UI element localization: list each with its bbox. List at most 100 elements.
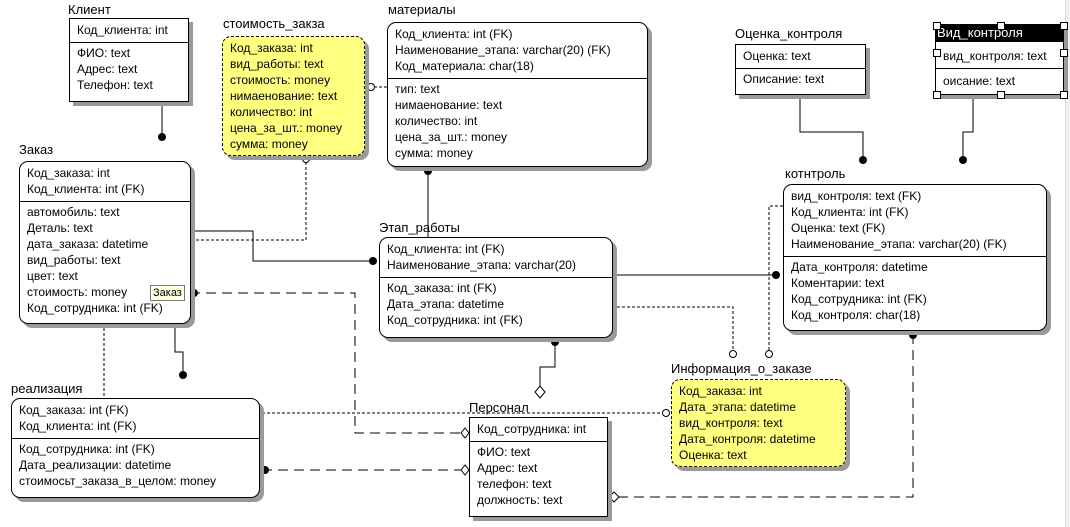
attribute-section: тип: text нимаенование: text количество: i… xyxy=(388,79,647,163)
attribute[interactable]: цвет: text xyxy=(27,269,78,283)
key-attribute[interactable]: Код_клиента: int (FK) xyxy=(27,182,145,196)
attribute-section: Код_заказа: int (FK) Дата_этапа: datetime… xyxy=(380,278,612,330)
attribute[interactable]: цена_за_шт.: money xyxy=(395,130,508,144)
attribute[interactable]: Телефон: text xyxy=(77,78,153,92)
key-attribute[interactable]: сумма: money xyxy=(230,137,308,151)
attribute[interactable]: ФИО: text xyxy=(477,445,531,459)
key-attribute[interactable]: Код_клиента: int (FK) xyxy=(19,419,137,433)
attribute[interactable]: Код_контроля: char(18) xyxy=(791,308,921,322)
rel-view-stoimost-zakaz xyxy=(190,162,307,241)
attribute[interactable]: телефон: text xyxy=(477,477,552,491)
attribute[interactable]: Дата_этапа: datetime xyxy=(387,297,505,311)
selection-handle[interactable] xyxy=(1060,22,1068,30)
attribute[interactable]: Адрес: text xyxy=(477,461,538,475)
attribute[interactable]: Код_сотрудника: int (FK) xyxy=(19,442,155,456)
dot-kontrol-ocenka xyxy=(859,156,867,164)
attribute[interactable]: стоимость: money xyxy=(27,285,128,299)
entity-kontrol[interactable]: вид_контроля: text (FK) Код_клиента: int … xyxy=(783,184,1047,331)
attribute[interactable]: Деталь: text xyxy=(27,221,93,235)
attribute[interactable]: вид_работы: text xyxy=(27,253,121,267)
attribute[interactable]: автомобиль: text xyxy=(27,205,120,219)
key-attribute[interactable]: нимаенование: text xyxy=(230,89,338,103)
key-attribute[interactable]: Дата_контроля: datetime xyxy=(679,432,816,446)
key-section: Код_заказа: int вид_работы: text стоимость… xyxy=(223,37,364,156)
key-attribute[interactable]: количество: int xyxy=(230,105,313,119)
key-attribute[interactable]: Код_заказа: int xyxy=(679,384,762,398)
entity-realizaciya[interactable]: Код_заказа: int (FK) Код_клиента: int (FK… xyxy=(11,398,260,498)
selection-handle[interactable] xyxy=(996,91,1005,99)
entity-title-etap: Этап_работы xyxy=(379,220,460,235)
key-attribute[interactable]: вид_контроля: text xyxy=(679,416,783,430)
key-section: Код_клиента: int (FK) Наименование_этапа:… xyxy=(380,238,612,278)
hollow-stoimost xyxy=(302,155,310,163)
key-attribute[interactable]: цена_за_шт.: money xyxy=(230,121,343,135)
selection-handle[interactable] xyxy=(1060,91,1068,99)
hollow-info-kontrol xyxy=(765,350,773,358)
key-attribute[interactable]: Код_клиента: int (FK) xyxy=(791,205,909,219)
attribute[interactable]: Код_сотрудника: int (FK) xyxy=(791,292,927,306)
selection-handle[interactable] xyxy=(933,22,941,30)
attribute[interactable]: стоимосьт_заказа_в_целом: money xyxy=(19,474,217,488)
key-attribute[interactable]: Код_заказа: int xyxy=(27,166,110,180)
attribute[interactable]: ФИО: text xyxy=(77,46,131,60)
key-attribute[interactable]: Наименование_этапа: varchar(20) (FK) xyxy=(791,237,1007,251)
key-attribute[interactable]: Код_заказа: int xyxy=(230,41,313,55)
selection-handle[interactable] xyxy=(1060,48,1068,57)
selection-handle[interactable] xyxy=(933,91,941,99)
diamond-personal-etap xyxy=(534,385,546,399)
tooltip: Заказ xyxy=(150,285,185,301)
scrollbar-edge[interactable] xyxy=(1065,0,1070,527)
entity-stoimost[interactable]: Код_заказа: int вид_работы: text стоимость… xyxy=(222,36,365,156)
key-section: Код_клиента: int (FK) Наименование_этапа:… xyxy=(388,23,647,79)
dot-materialy xyxy=(424,167,432,175)
attribute[interactable]: тип: text xyxy=(395,82,440,96)
attribute[interactable]: количество: int xyxy=(395,114,478,128)
attribute[interactable]: Дата_контроля: datetime xyxy=(791,260,928,274)
key-attribute[interactable]: вид_работы: text xyxy=(230,57,324,71)
dot-realizaciya-right xyxy=(261,466,269,474)
attribute[interactable]: нимаенование: text xyxy=(395,98,503,112)
key-attribute[interactable]: Код_материала: char(18) xyxy=(395,59,534,73)
key-attribute[interactable]: стоимость: money xyxy=(230,73,331,87)
attribute[interactable]: Дата_реализации: datetime xyxy=(19,458,172,472)
attribute[interactable]: сумма: money xyxy=(395,146,473,160)
key-attribute[interactable]: Наименование_этапа: varchar(20) (FK) xyxy=(395,43,611,57)
attribute[interactable]: Код_заказа: int (FK) xyxy=(387,281,497,295)
entity-etap[interactable]: Код_клиента: int (FK) Наименование_этапа:… xyxy=(379,237,613,338)
key-attribute[interactable]: Наименование_этапа: varchar(20) xyxy=(387,258,576,272)
key-attribute[interactable]: Код_клиента: int xyxy=(77,23,168,37)
attribute[interactable]: Код_сотрудника: int (FK) xyxy=(387,313,523,327)
attribute[interactable]: Описание: text xyxy=(743,72,825,86)
key-attribute[interactable]: вид_контроля: text (FK) xyxy=(791,189,922,203)
selection-handle[interactable] xyxy=(933,48,941,57)
attribute[interactable]: Адрес: text xyxy=(77,62,138,76)
key-attribute[interactable]: Дата_этапа: datetime xyxy=(679,400,797,414)
entity-materialy[interactable]: Код_клиента: int (FK) Наименование_этапа:… xyxy=(387,22,648,167)
key-attribute[interactable]: Оценка: text (FK) xyxy=(791,221,886,235)
attribute[interactable]: оисание: text xyxy=(943,74,1016,88)
attribute[interactable]: Код_сотрудника: int (FK) xyxy=(27,301,163,315)
key-section: Оценка: text xyxy=(736,45,865,69)
key-attribute[interactable]: Код_клиента: int (FK) xyxy=(395,27,513,41)
rel-zakaz-personal xyxy=(190,292,461,434)
key-attribute[interactable]: вид_контроля: text xyxy=(943,49,1047,63)
key-attribute[interactable]: Код_клиента: int (FK) xyxy=(387,242,505,256)
attribute[interactable]: дата_заказа: datetime xyxy=(27,237,149,251)
attribute[interactable]: Коментарии: text xyxy=(791,276,885,290)
attribute[interactable]: должность: text xyxy=(477,493,563,507)
diamond-personal-kontrol xyxy=(608,491,620,503)
key-attribute[interactable]: Оценка: text xyxy=(743,49,811,63)
selection-handle[interactable] xyxy=(996,22,1005,30)
key-attribute[interactable]: Оценка: text xyxy=(679,448,747,462)
key-attribute[interactable]: Код_сотрудника: int xyxy=(477,422,587,436)
key-attribute[interactable]: Код_заказа: int (FK) xyxy=(19,403,129,417)
